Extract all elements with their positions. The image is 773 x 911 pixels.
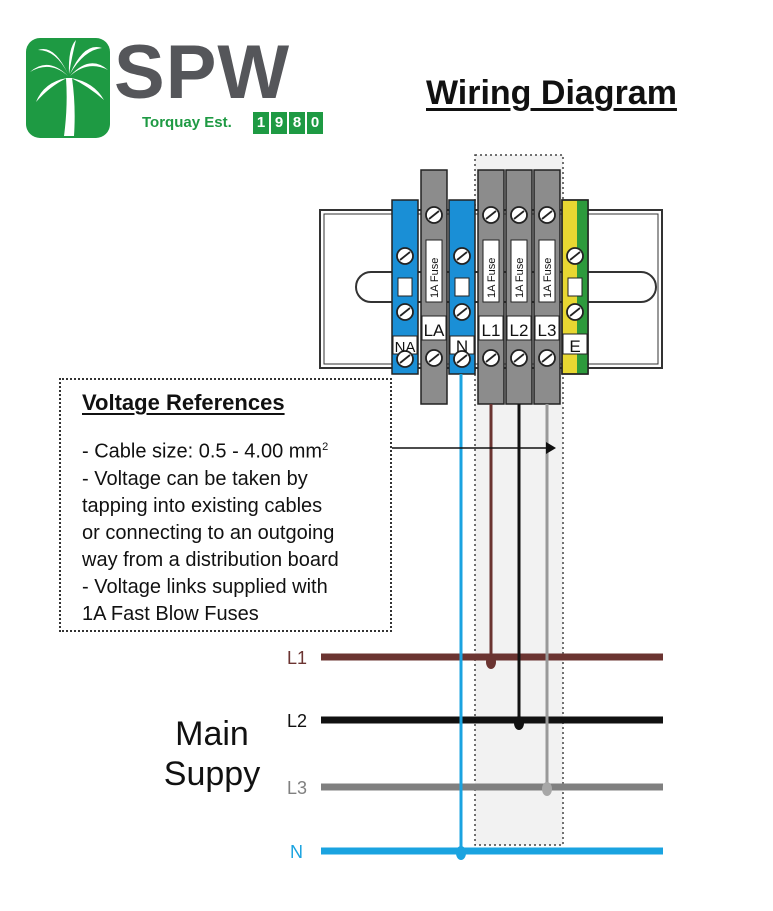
year-digit: 0 [307, 112, 323, 134]
page-title: Wiring Diagram [426, 74, 677, 112]
voltage-references-box: Voltage References - Cable size: 0.5 - 4… [59, 378, 392, 632]
terminal-na: NA [391, 199, 419, 375]
junction-n [456, 846, 466, 860]
cable-size-text: - Cable size: 0.5 - 4.00 mm [82, 440, 323, 463]
ref-line: - Cable size: 0.5 - 4.00 mm2 [82, 434, 339, 466]
fuse-label: 1A Fuse [429, 258, 441, 298]
main-supply-line1: Main [175, 715, 249, 753]
year-digit: 1 [253, 112, 269, 134]
fuse-label: 1A Fuse [486, 258, 498, 298]
ref-line: 1A Fast Blow Fuses [82, 602, 259, 625]
superscript: 2 [322, 441, 329, 453]
terminal-label: L2 [510, 321, 529, 340]
terminal-label: LA [424, 321, 445, 340]
voltage-references-text: - Cable size: 0.5 - 4.00 mm2 - Voltage c… [82, 434, 339, 628]
ref-line: way from a distribution board [82, 548, 339, 571]
terminal-label: NA [395, 339, 416, 356]
junction-l2 [514, 716, 524, 730]
junction-l3 [542, 782, 552, 796]
cable-size-arrow [391, 442, 556, 454]
terminal-n: N [448, 199, 476, 375]
fuse-label: 1A Fuse [514, 258, 526, 298]
palm-tree-icon [30, 40, 108, 136]
terminal-e: E [561, 199, 589, 375]
brand-name: SPW [114, 30, 291, 115]
spw-logo-mark [26, 38, 110, 138]
supply-label-n: N [290, 842, 303, 862]
main-supply-label: Main Suppy [150, 714, 274, 794]
supply-label-l2: L2 [287, 711, 307, 731]
terminal-label: L1 [482, 321, 501, 340]
terminal-label: E [569, 337, 580, 356]
ref-line: - Voltage can be taken by [82, 467, 308, 490]
year-digit: 9 [271, 112, 287, 134]
fuse-label: 1A Fuse [542, 258, 554, 298]
voltage-references-heading: Voltage References [82, 390, 285, 415]
supply-label-l1: L1 [287, 648, 307, 668]
ref-line: or connecting to an outgoing [82, 521, 335, 544]
junction-l1 [486, 655, 496, 669]
year-digit: 8 [289, 112, 305, 134]
ref-line: - Voltage links supplied with [82, 575, 328, 598]
main-supply-line2: Suppy [163, 755, 261, 793]
brand-tagline: Torquay Est. [142, 114, 232, 131]
terminal-label: L3 [538, 321, 557, 340]
supply-label-l3: L3 [287, 778, 307, 798]
ref-line: tapping into existing cables [82, 494, 323, 517]
terminal-label: N [456, 337, 468, 356]
